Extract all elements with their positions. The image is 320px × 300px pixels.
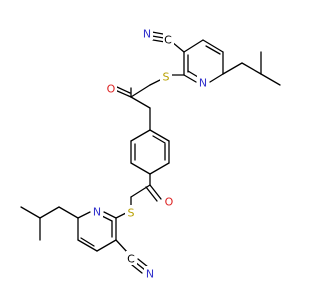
- atom-o-bottom: O: [165, 196, 174, 209]
- bond: [130, 84, 151, 98]
- bond: [205, 45, 221, 55]
- bond: [209, 73, 224, 83]
- bond: [151, 35, 165, 39]
- bond: [149, 184, 162, 200]
- bond: [131, 264, 143, 274]
- bond: [130, 162, 151, 175]
- bond: [260, 73, 281, 86]
- atom-n-ring-top: N: [199, 77, 207, 90]
- bond: [114, 89, 132, 98]
- bond: [145, 186, 158, 202]
- bond: [183, 74, 197, 83]
- bond: [149, 129, 170, 142]
- bond: [152, 135, 166, 144]
- bond: [77, 239, 98, 252]
- bond: [77, 211, 91, 219]
- bond: [187, 70, 199, 78]
- bond: [39, 206, 60, 219]
- atom-o-top: O: [107, 83, 116, 96]
- bond: [58, 206, 79, 219]
- bond: [103, 211, 117, 219]
- bonds: [20, 31, 281, 274]
- atom-labels: N C S N O O S N C N: [91, 26, 209, 281]
- bond: [149, 79, 161, 86]
- bond: [115, 239, 129, 254]
- bond: [115, 212, 127, 219]
- atom-c-nitrile-bottom: C: [127, 253, 135, 266]
- bond: [96, 239, 117, 252]
- bond: [101, 215, 113, 222]
- bond: [241, 62, 262, 75]
- bond: [20, 206, 41, 219]
- bond: [183, 39, 204, 53]
- bond: [202, 39, 224, 53]
- atom-s-bottom: S: [128, 207, 135, 220]
- bond: [130, 184, 151, 198]
- bond: [80, 237, 95, 247]
- bond: [222, 62, 243, 75]
- molecule-structure: N C S N O O S N C N: [20, 26, 281, 281]
- bond: [116, 86, 131, 94]
- atom-n-ring-bottom: N: [93, 206, 101, 219]
- atom-c-nitrile-top: C: [164, 34, 172, 47]
- bond: [130, 96, 151, 109]
- bond: [151, 31, 164, 35]
- bond: [137, 258, 149, 268]
- bond: [130, 129, 151, 142]
- atom-s-top: S: [163, 71, 170, 84]
- atom-n-nitrile-bottom: N: [146, 268, 154, 281]
- atom-n-nitrile-top: N: [143, 28, 151, 41]
- bond: [149, 162, 170, 175]
